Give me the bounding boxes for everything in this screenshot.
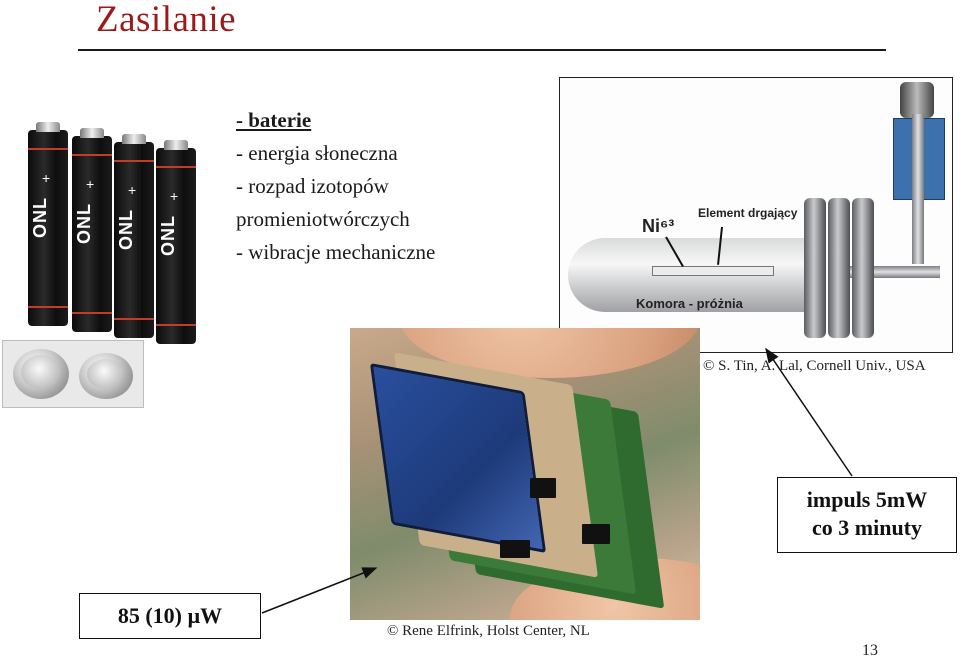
chip [500, 540, 530, 558]
title-rule [78, 49, 886, 51]
power-callout: 85 (10) µW [79, 593, 261, 639]
aa-batteries-image: +ONL +ONL +ONL +ONL [14, 120, 210, 344]
bullet-vibration: - wibracje mechaniczne [236, 240, 436, 264]
pipe [912, 114, 924, 264]
pulse-callout-line1: impuls 5mW [806, 487, 928, 512]
element-label: Element drgający [698, 206, 798, 220]
flange [828, 198, 850, 338]
solar-cell [369, 362, 547, 554]
coin-cells-image [2, 340, 144, 408]
battery-brand: ONL [74, 203, 94, 244]
valve [900, 82, 934, 118]
bullet-isotope-cont: promieniotwórczych [236, 207, 410, 231]
flange [852, 198, 874, 338]
page-number: 13 [862, 642, 878, 659]
isotope-generator-photo: Ni⁶³ Element drgający Komora - próżnia [559, 77, 953, 353]
battery-brand: ONL [116, 209, 136, 250]
coin-cell [79, 353, 133, 399]
battery-brand: ONL [158, 215, 178, 256]
bullet-solar: - energia słoneczna [236, 141, 398, 165]
bullet-isotope: - rozpad izotopów [236, 174, 389, 198]
battery-cell: +ONL [72, 128, 112, 332]
isotope-label: Ni⁶³ [642, 216, 675, 236]
battery-brand: ONL [30, 197, 50, 238]
bullet-batteries: - baterie [236, 108, 312, 132]
cantilever [652, 266, 774, 276]
chip [582, 524, 610, 544]
pulse-callout: impuls 5mW co 3 minuty [777, 477, 957, 553]
pulse-callout-line2: co 3 minuty [812, 515, 922, 540]
isotope-credit: © S. Tin, A. Lal, Cornell Univ., USA [703, 358, 926, 374]
coin-cell [13, 349, 69, 399]
chamber-label: Komora - próżnia [636, 296, 743, 311]
flange [804, 198, 826, 338]
battery-cell: +ONL [114, 134, 154, 338]
battery-cell: +ONL [28, 122, 68, 326]
slide-title: Zasilanie [96, 0, 237, 40]
battery-cell: +ONL [156, 140, 196, 344]
solar-module-photo [350, 328, 700, 620]
bullet-list: - baterie - energia słoneczna - rozpad i… [236, 104, 435, 269]
solar-credit: © Rene Elfrink, Holst Center, NL [387, 623, 590, 639]
chip [530, 478, 556, 498]
